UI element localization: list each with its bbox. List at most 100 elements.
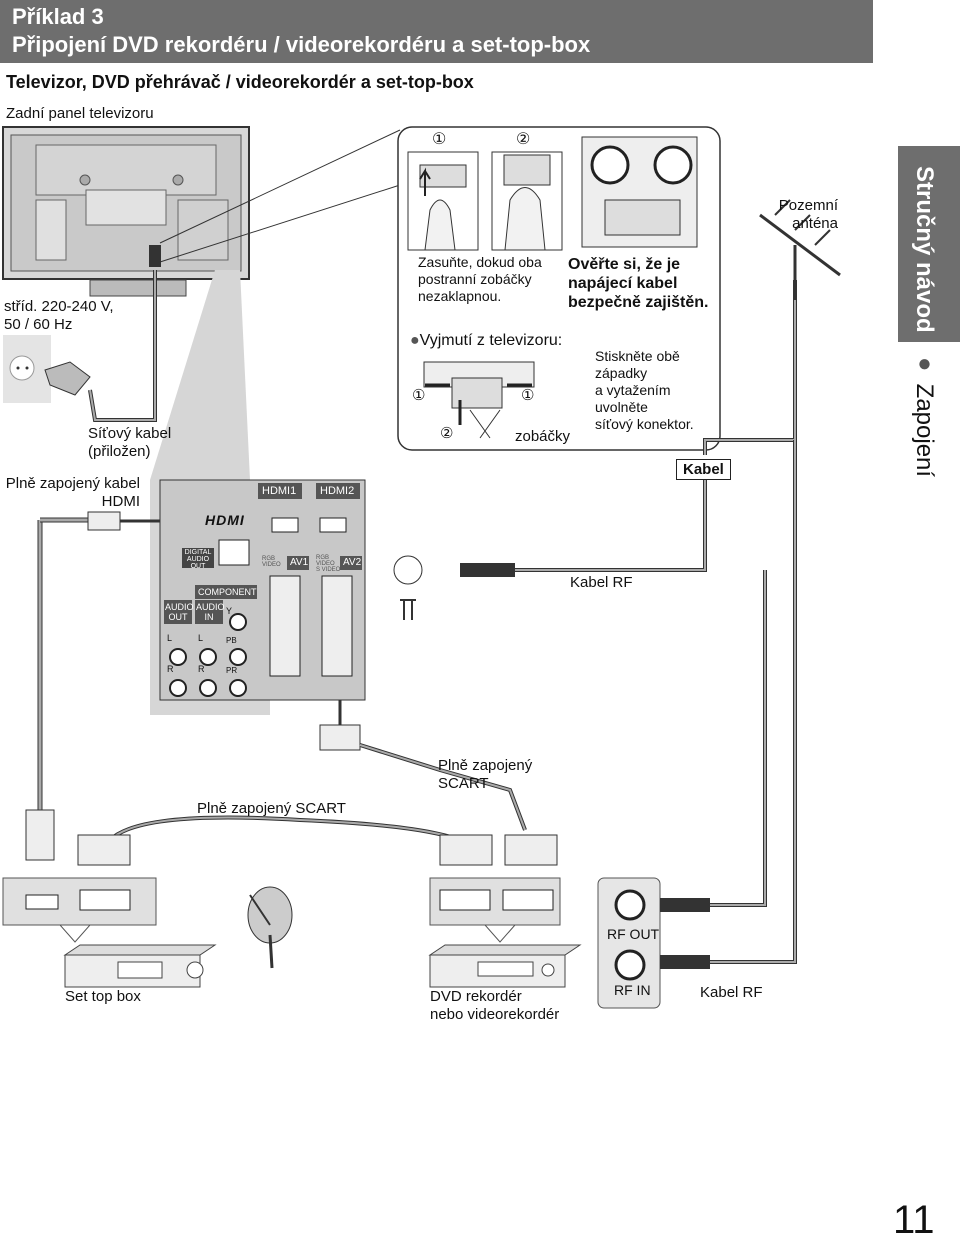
hdmi-cable-label: Plně zapojený kabel HDMI — [4, 475, 140, 511]
scart-right-line1: Plně zapojený — [438, 757, 533, 774]
audio-in-l-label: L — [198, 633, 204, 643]
av2-label: AV2 — [343, 557, 362, 568]
tv-rear-panel — [2, 126, 250, 297]
audio-out-line2: OUT — [168, 612, 188, 622]
av1-rgb: RGB — [262, 556, 276, 562]
scart-left-label: Plně zapojený SCART — [197, 800, 346, 817]
antenna-line1: Pozemní — [778, 197, 838, 214]
rf-out-label: RF OUT — [607, 926, 660, 942]
av1-label: AV1 — [290, 557, 309, 568]
insert-line-3: nezaklapnou. — [418, 288, 502, 304]
bullet-icon: ● — [410, 332, 420, 349]
dao-line2: AUDIO — [186, 556, 210, 563]
dao-line1: DIGITAL — [184, 549, 212, 556]
set-top-box-label: Set top box — [65, 988, 141, 1005]
rf-cable-top-label: Kabel RF — [570, 574, 633, 591]
check-line-3: bezpečně zajištěn. — [568, 294, 709, 311]
audio-in-label: AUDIO IN — [196, 602, 225, 622]
remove-heading-text: Vyjmutí z televizoru: — [419, 332, 563, 349]
remove-line-3: a vytažením — [595, 382, 671, 398]
set-top-box-device — [63, 944, 217, 988]
subtitle: Televizor, DVD přehrávač / videorekordér… — [6, 72, 474, 92]
rf-ports-panel — [597, 877, 661, 1009]
audio-in-line2: IN — [204, 612, 214, 622]
av1-rgb-video-label: RGB VIDEO — [262, 556, 281, 568]
step-1-marker: ① — [432, 131, 447, 148]
hdmi2-label: HDMI2 — [320, 485, 355, 497]
sidebar-tab: Stručný návod — [898, 146, 960, 342]
scart-right-label: Plně zapojený SCART — [438, 757, 532, 793]
check-line-1: Ověřte si, že je — [568, 256, 681, 273]
dvd-recorder-device — [428, 944, 582, 988]
remove-line-2: západky — [595, 365, 648, 381]
power-cable-label: Síťový kabel (přiložen) — [88, 425, 171, 461]
satellite-dish-icon — [247, 886, 293, 969]
step-1-right-marker: ① — [521, 387, 535, 404]
step-2-marker: ② — [516, 131, 531, 148]
audio-in-line1: AUDIO — [196, 602, 225, 612]
power-spec-line2: 50 / 60 Hz — [4, 316, 73, 333]
hdmi1-label: HDMI1 — [262, 485, 297, 497]
audio-out-r-label: R — [167, 664, 174, 674]
dvd-line2: nebo videorekordér — [430, 1006, 560, 1023]
antenna-line2: anténa — [792, 215, 838, 232]
antenna-label: Pozemní anténa — [770, 197, 838, 233]
audio-out-label: AUDIO OUT — [165, 602, 194, 622]
rf-cable-bottom-label: Kabel RF — [700, 984, 763, 1001]
page-number: 11 — [893, 1198, 935, 1242]
insert-instructions: Zasuňte, dokud oba postranní zobáčky nez… — [418, 254, 542, 305]
rf-in-label: RF IN — [614, 982, 651, 998]
component-y-label: Y — [226, 606, 233, 616]
dao-line3: OUT — [190, 563, 206, 570]
sidebar-section: ● Zapojení — [910, 350, 960, 477]
av1-video: VIDEO — [262, 562, 281, 568]
wall-socket — [3, 335, 91, 403]
component-pr-label: PR — [226, 666, 238, 675]
av2-rgb-video-label: RGB VIDEO S VIDEO — [316, 555, 340, 573]
scart-right-line2: SCART — [438, 775, 489, 792]
sidebar-title: Stručný návod — [911, 166, 938, 333]
tv-rear-label: Zadní panel televizoru — [6, 105, 154, 122]
remove-line-4: uvolněte — [595, 399, 648, 415]
bullet-icon: ● — [911, 350, 938, 377]
hdmi-cable-line2: HDMI — [101, 493, 140, 510]
antenna-icon — [759, 199, 841, 300]
section-title: Připojení DVD rekordéru / videorekordéru… — [12, 32, 591, 57]
dvd-label: DVD rekordér nebo videorekordér — [430, 988, 559, 1024]
plug-locked-illustration — [581, 136, 698, 248]
component-pb-label: PB — [226, 636, 237, 645]
digital-audio-out-label: DIGITAL AUDIO OUT — [183, 549, 213, 570]
step-2-lower-marker: ② — [440, 425, 454, 442]
remove-instructions: Stiskněte obě západky a vytažením uvolně… — [595, 348, 694, 433]
remove-line-1: Stiskněte obě — [595, 348, 680, 364]
power-spec: stříd. 220-240 V, 50 / 60 Hz — [4, 298, 114, 334]
check-line-2: napájecí kabel — [568, 275, 678, 292]
power-cable-line2: (přiložen) — [88, 443, 151, 460]
av2-video: VIDEO — [316, 561, 335, 567]
jaws-label: zobáčky — [515, 428, 571, 445]
audio-in-r-label: R — [198, 664, 205, 674]
hdmi-cable-line1: Plně zapojený kabel — [5, 475, 140, 492]
example-title: Příklad 3 — [12, 4, 104, 29]
check-instructions: Ověřte si, že je napájecí kabel bezpečně… — [568, 255, 709, 312]
av2-svideo: S VIDEO — [316, 567, 341, 573]
insert-line-1: Zasuňte, dokud oba — [418, 254, 542, 270]
audio-out-l-label: L — [167, 633, 173, 643]
step-1-left-marker: ① — [412, 387, 426, 404]
audio-out-line1: AUDIO — [165, 602, 194, 612]
dvd-line1: DVD rekordér — [430, 988, 522, 1005]
plug-insert-illustration — [407, 151, 563, 251]
insert-line-2: postranní zobáčky — [418, 271, 532, 287]
remove-heading: ●Vyjmutí z televizoru: — [410, 332, 562, 350]
power-cable-line1: Síťový kabel — [88, 425, 172, 442]
sidebar-section-label: Zapojení — [911, 383, 938, 478]
connector-panel — [159, 479, 423, 701]
component-label: COMPONENT — [198, 587, 257, 597]
cable-label-box: Kabel — [676, 459, 731, 480]
power-spec-line1: stříd. 220-240 V, — [4, 298, 114, 315]
hdmi-logo: HDMI — [205, 512, 245, 528]
remove-line-5: síťový konektor. — [595, 416, 694, 432]
header-banner: Příklad 3 Připojení DVD rekordéru / vide… — [0, 0, 873, 63]
av2-rgb: RGB — [316, 555, 330, 561]
